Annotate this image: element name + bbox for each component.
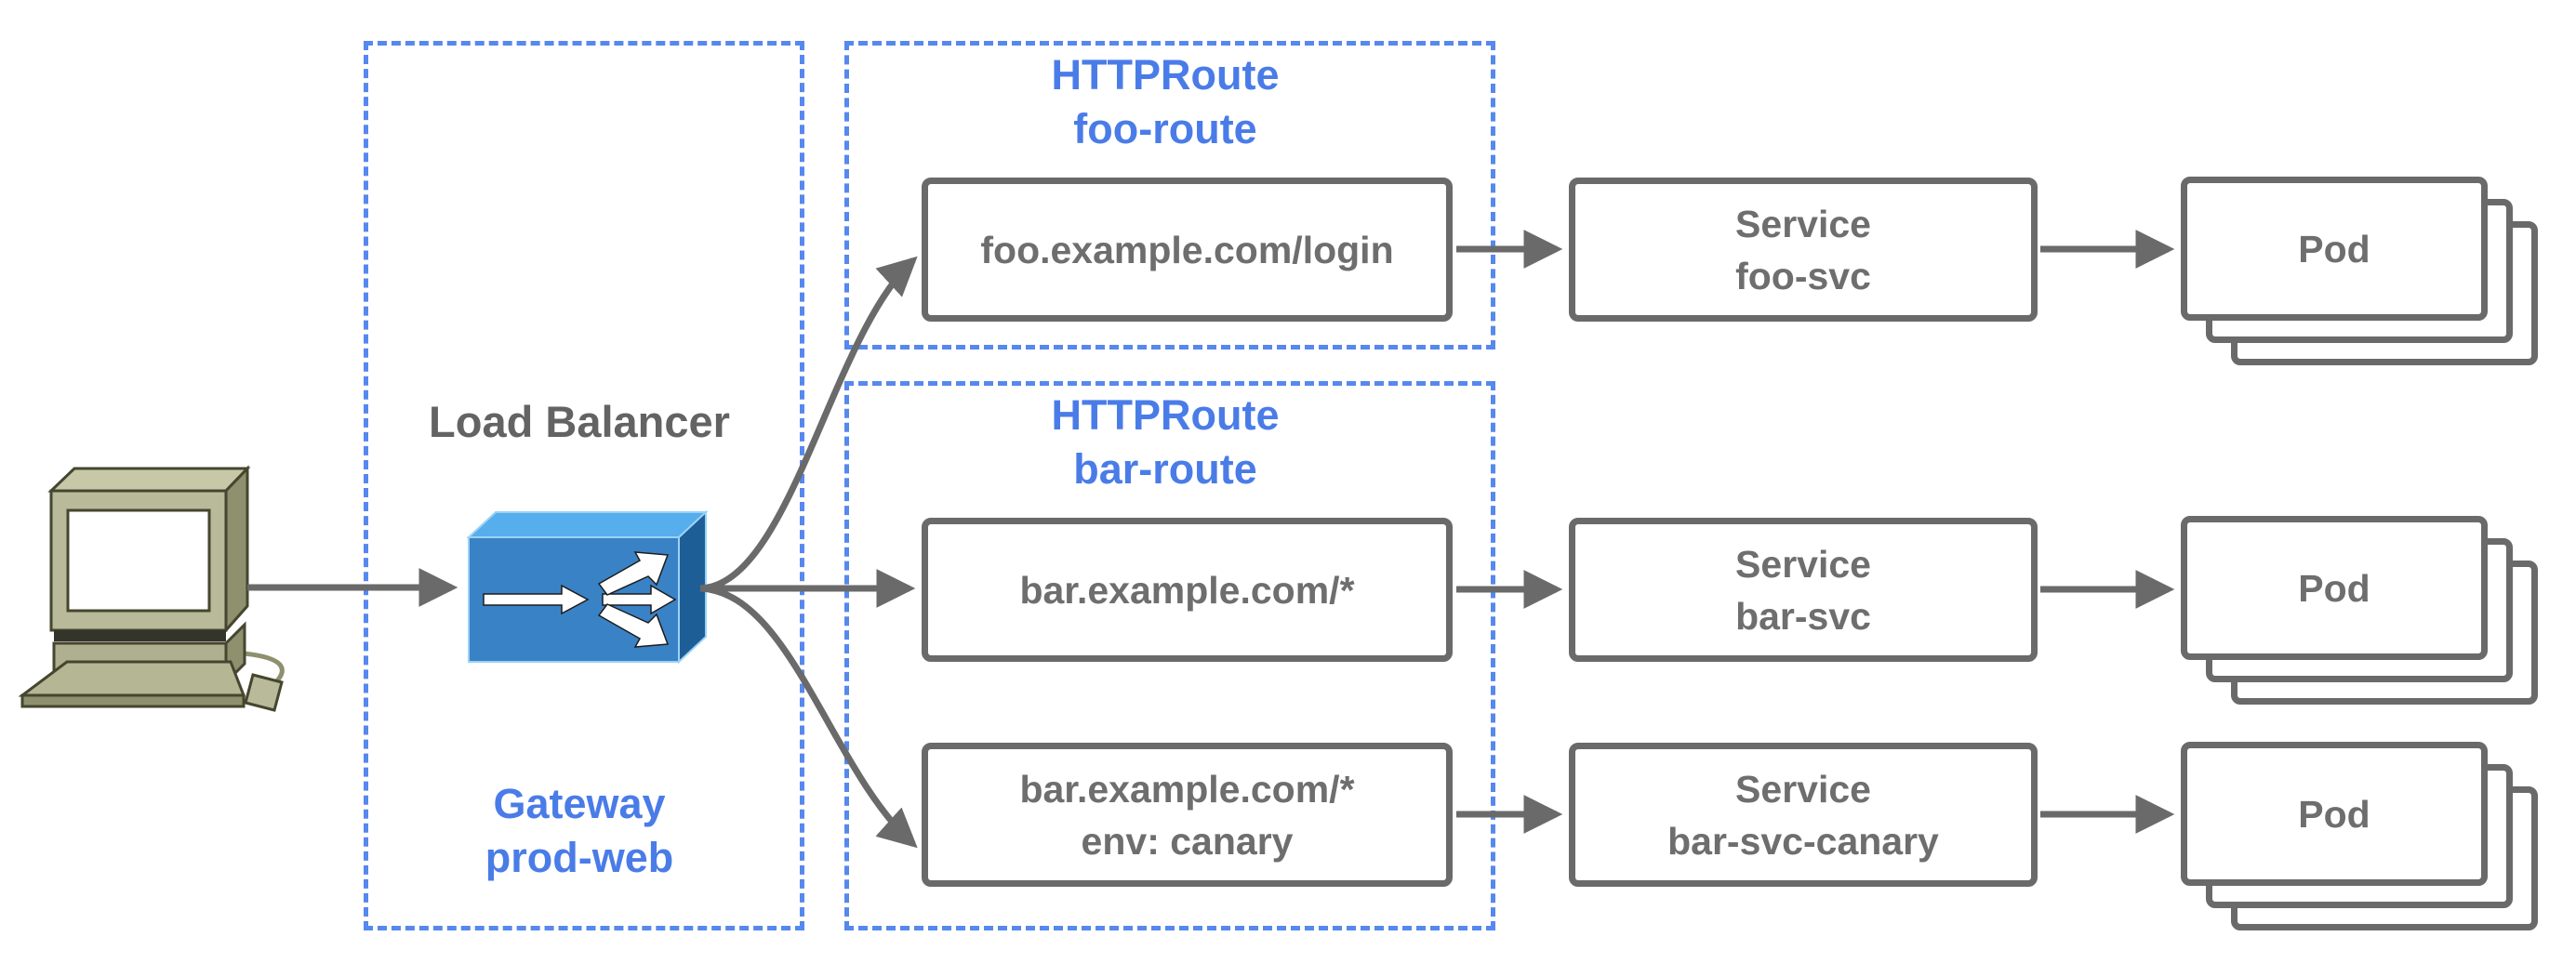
service-bar-name-text: bar-svc [1735, 594, 1871, 638]
route-match-canary-host-text: bar.example.com/* [1019, 767, 1355, 811]
load-balancer-arrows-glyph [483, 551, 677, 648]
route-match-canary-header-text: env: canary [1081, 819, 1294, 863]
httproute-foo-name-label: foo-route [1073, 105, 1257, 152]
flow-arrows [247, 230, 2175, 849]
gateway-name-label: prod-web [485, 834, 674, 881]
httproute-foo-boundary-box [844, 41, 1495, 350]
pod-bar-label: Pod [2298, 566, 2370, 610]
pod-canary-label: Pod [2298, 792, 2370, 836]
pod-canary-node: Pod [2181, 742, 2488, 886]
pod-bar-node: Pod [2181, 516, 2488, 660]
service-bar-svc-canary-node: Service bar-svc-canary [1569, 743, 2038, 887]
load-balancer-icon [466, 509, 709, 665]
httproute-bar-name-label: bar-route [1073, 445, 1257, 493]
gateway-boundary-box [364, 41, 804, 930]
route-match-canary-node: bar.example.com/* env: canary [922, 743, 1453, 887]
service-canary-name-text: bar-svc-canary [1667, 819, 1939, 863]
pod-foo-label: Pod [2298, 227, 2370, 270]
arrow-gateway-to-foo-route [699, 256, 918, 592]
route-match-foo-node: foo.example.com/login [922, 178, 1453, 322]
service-foo-name-text: foo-svc [1735, 254, 1871, 297]
httproute-bar-title: HTTPRoute bar-route [844, 389, 1486, 496]
gateway-boundary-label: Gateway prod-web [364, 777, 795, 885]
service-bar-kind-text: Service [1735, 542, 1871, 586]
service-foo-svc-node: Service foo-svc [1569, 178, 2038, 322]
httproute-bar-kind-label: HTTPRoute [1051, 391, 1280, 439]
service-canary-kind-text: Service [1735, 767, 1871, 811]
httproute-foo-title: HTTPRoute foo-route [844, 48, 1486, 156]
service-bar-svc-node: Service bar-svc [1569, 518, 2038, 662]
client-computer-icon [18, 465, 285, 712]
route-match-bar-text: bar.example.com/* [1019, 568, 1355, 612]
httproute-foo-kind-label: HTTPRoute [1051, 51, 1280, 99]
route-match-bar-node: bar.example.com/* [922, 518, 1453, 662]
arrow-gateway-to-canary-route [699, 585, 918, 849]
service-foo-kind-text: Service [1735, 202, 1871, 245]
gateway-kind-label: Gateway [493, 780, 666, 827]
load-balancer-label: Load Balancer [429, 397, 730, 446]
pod-foo-node: Pod [2181, 177, 2488, 321]
httproute-bar-boundary-box [844, 381, 1495, 930]
route-match-foo-text: foo.example.com/login [980, 228, 1394, 271]
